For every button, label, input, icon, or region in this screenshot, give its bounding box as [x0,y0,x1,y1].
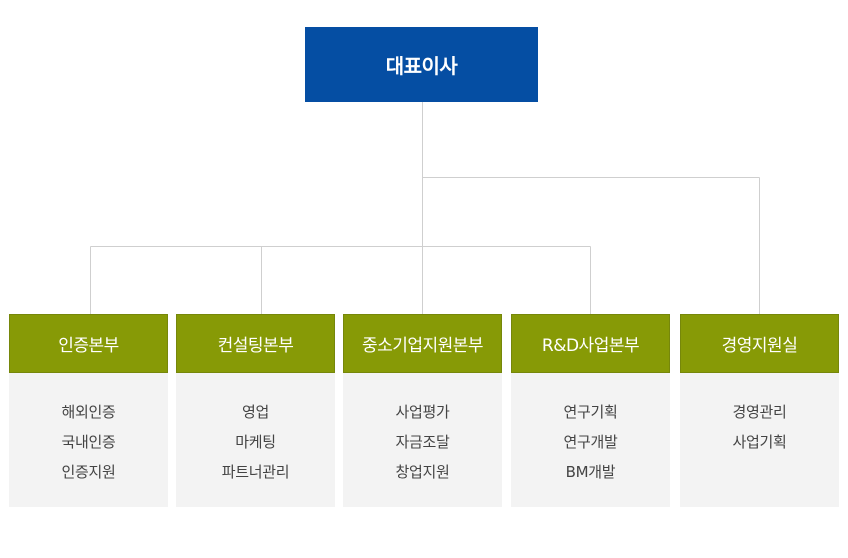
division-task-item: 영업 [241,403,269,421]
division-task-item: 마케팅 [235,433,276,451]
division-task-list: 경영관리 사업기획 [680,373,839,507]
division-header: 컨설팅본부 [176,314,335,373]
division-task-item: BM개발 [565,463,616,481]
division-header: 중소기업지원본부 [343,314,502,373]
division-task-item: 연구기획 [563,403,618,421]
division-task-item: 국내인증 [61,433,116,451]
division-title: 인증본부 [58,336,119,356]
division-title: 중소기업지원본부 [361,336,484,356]
division-title: 경영지원실 [721,336,798,356]
division-task-item: 인증지원 [61,463,116,481]
division-rnd: R&D사업본부 연구기획 연구개발 BM개발 [511,314,670,507]
ceo-box: 대표이사 [305,27,538,102]
division-header: R&D사업본부 [511,314,670,373]
division-task-item: 경영관리 [732,403,787,421]
division-certification: 인증본부 해외인증 국내인증 인증지원 [9,314,168,507]
division-task-item: 연구개발 [563,433,618,451]
division-header: 경영지원실 [680,314,839,373]
division-management-support: 경영지원실 경영관리 사업기획 [680,314,839,507]
division-task-list: 사업평가 자금조달 창업지원 [343,373,502,507]
division-task-list: 영업 마케팅 파트너관리 [176,373,335,507]
ceo-title: 대표이사 [385,54,458,78]
division-task-item: 파트너관리 [221,463,290,481]
division-task-list: 연구기획 연구개발 BM개발 [511,373,670,507]
division-task-item: 사업평가 [395,403,450,421]
division-task-item: 해외인증 [61,403,116,421]
division-task-item: 창업지원 [395,463,450,481]
division-sme-support: 중소기업지원본부 사업평가 자금조달 창업지원 [343,314,502,507]
division-header: 인증본부 [9,314,168,373]
division-task-item: 사업기획 [732,433,787,451]
division-consulting: 컨설팅본부 영업 마케팅 파트너관리 [176,314,335,507]
division-title: R&D사업본부 [541,336,640,356]
division-task-item: 자금조달 [395,433,450,451]
division-task-list: 해외인증 국내인증 인증지원 [9,373,168,507]
division-title: 컨설팅본부 [217,336,294,356]
